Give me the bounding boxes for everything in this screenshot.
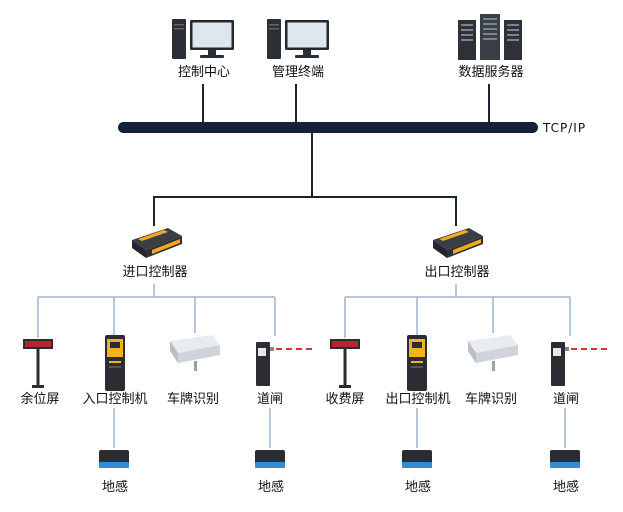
exit-sensor-2-label: 地感 [552,480,580,495]
entry-plate-recognition-label: 车牌识别 [166,392,220,407]
fee-display-label: 收费屏 [325,392,365,407]
ticket-machine-icon [407,335,427,391]
management-terminal-label: 管理终端 [271,65,325,80]
ticket-machine-icon [105,335,125,391]
loop-sensor-icon [99,450,129,468]
led-display-icon [23,339,53,388]
barrier-gate-icon [551,342,607,386]
control-center-label: 控制中心 [177,65,231,80]
barrier-gate-icon [256,342,312,386]
entry-machine-label: 入口控制机 [82,392,148,407]
exit-sensor-1-label: 地感 [404,480,432,495]
network-label: TCP/IP [543,121,587,135]
entry-sensor-2-label: 地感 [257,480,285,495]
entry-controller-label: 进口控制器 [122,265,188,280]
remaining-display-label: 余位屏 [20,392,60,407]
network-bus [118,122,538,133]
entry-barrier-label: 道闸 [256,392,284,407]
controller-box-icon [132,228,182,258]
controller-box-icon [433,228,483,258]
exit-machine-label: 出口控制机 [385,392,451,407]
entry-sensor-1-label: 地感 [101,480,129,495]
computer-icon [267,19,329,59]
loop-sensor-icon [402,450,432,468]
computer-icon [172,19,234,59]
data-server-label: 数据服务器 [458,65,524,80]
exit-controller-label: 出口控制器 [424,265,490,280]
exit-plate-recognition-label: 车牌识别 [464,392,518,407]
camera-icon [468,335,518,371]
server-rack-icon [458,14,522,60]
loop-sensor-icon [550,450,580,468]
camera-icon [170,335,220,371]
loop-sensor-icon [255,450,285,468]
exit-barrier-label: 道闸 [552,392,580,407]
led-display-icon [330,339,360,388]
